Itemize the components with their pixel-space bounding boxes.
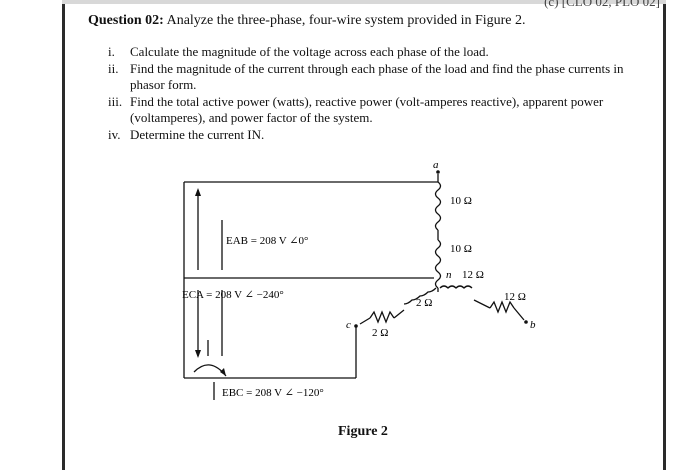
r-n-bottom-label: 2 Ω <box>416 297 432 309</box>
ebc-arrow <box>193 364 227 377</box>
list-item: iv. Determine the current IN. <box>108 127 628 143</box>
item-number: iii. <box>108 94 123 109</box>
r-n-top-label: 12 Ω <box>462 269 484 281</box>
question-header: Question 02: Analyze the three-phase, fo… <box>88 12 648 29</box>
figure-caption: Figure 2 <box>338 424 388 439</box>
node-a-label: a <box>433 160 439 171</box>
node-n-label: n <box>446 269 452 281</box>
node-c-label: c <box>346 319 351 331</box>
item-number: iv. <box>108 127 121 142</box>
r-b-label: 12 Ω <box>504 291 526 303</box>
r-a-load-label: 10 Ω <box>450 243 472 255</box>
resistor-n-top <box>439 285 473 289</box>
previous-section-tag: (c) [CLO 02, PLO 02] <box>544 0 660 9</box>
node-b-label: b <box>530 319 536 331</box>
item-number: i. <box>108 44 115 59</box>
page-frame-left <box>62 0 65 470</box>
list-item: i. Calculate the magnitude of the voltag… <box>108 44 628 60</box>
node-c-dot <box>354 324 358 328</box>
top-strip <box>62 0 666 4</box>
resistor-c <box>369 310 395 324</box>
r-a-line-label: 10 Ω <box>450 195 472 207</box>
question-label: Question 02: <box>88 13 164 28</box>
circuit-diagram: a 10 Ω 10 Ω n 12 Ω 2 Ω 2 Ω c 12 Ω b EAB … <box>182 160 536 400</box>
node-b-dot <box>524 320 528 324</box>
item-text: Determine the current IN. <box>130 127 265 142</box>
r-c-label: 2 Ω <box>372 327 388 339</box>
node-a-dot <box>436 170 440 174</box>
list-item: iii. Find the total active power (watts)… <box>108 94 628 126</box>
page-frame-right <box>663 0 666 470</box>
resistor-b <box>489 300 515 314</box>
item-text: Find the magnitude of the current throug… <box>130 61 624 92</box>
question-items: i. Calculate the magnitude of the voltag… <box>108 44 628 144</box>
item-text: Find the total active power (watts), rea… <box>130 94 604 125</box>
list-item: ii. Find the magnitude of the current th… <box>108 61 628 93</box>
resistor-n-bottom <box>403 287 437 305</box>
item-number: ii. <box>108 61 119 76</box>
ebc-label: EBC = 208 V ∠ −120° <box>222 387 324 399</box>
item-text: Calculate the magnitude of the voltage a… <box>130 44 489 59</box>
question-text: Analyze the three-phase, four-wire syste… <box>166 13 526 28</box>
eab-arrowhead <box>195 188 201 196</box>
resistor-a-line <box>434 181 442 231</box>
ebc-arrowhead <box>220 368 226 376</box>
eca-label: ECA = 208 V ∠ −240° <box>182 289 284 301</box>
eca-arrowhead <box>195 350 201 358</box>
eab-label: EAB = 208 V ∠0° <box>226 235 308 247</box>
resistor-a-load <box>434 239 442 289</box>
